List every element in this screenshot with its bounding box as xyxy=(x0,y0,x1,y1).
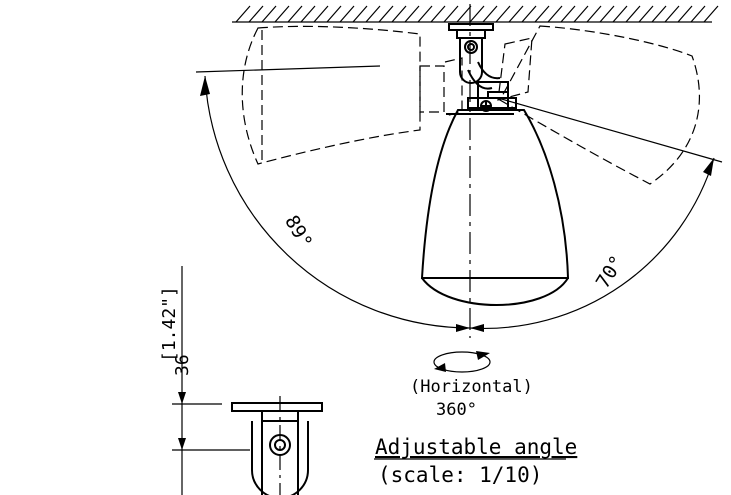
speaker-tilted-right-outline xyxy=(497,25,701,185)
ceiling-hatch-mark xyxy=(521,5,537,23)
center-arrows xyxy=(456,324,484,332)
ceiling xyxy=(232,5,719,23)
ceiling-hatch-mark xyxy=(547,5,563,23)
ceiling-hatch-mark xyxy=(703,5,719,23)
ceiling-hatch-mark xyxy=(573,5,589,23)
dimension-lines xyxy=(172,266,250,495)
ceiling-hatch-mark xyxy=(586,5,602,23)
bracket-detail xyxy=(231,396,323,495)
ceiling-hatch-mark xyxy=(391,5,407,23)
ceiling-hatch-mark xyxy=(677,5,693,23)
horizontal-value: 360° xyxy=(436,400,477,420)
ceiling-hatch-mark xyxy=(352,5,368,23)
arrowhead-right xyxy=(703,158,714,176)
ceiling-hatch-mark xyxy=(443,5,459,23)
mounting-bracket xyxy=(448,23,517,112)
tilt-line-right xyxy=(497,97,723,163)
caption-scale: (scale: 1/10) xyxy=(378,463,542,487)
ceiling-hatch-mark xyxy=(430,5,446,23)
ceiling-hatch-mark xyxy=(612,5,628,23)
ceiling-hatch-mark xyxy=(404,5,420,23)
ceiling-hatch-mark xyxy=(326,5,342,23)
speaker-tilted-left-outline xyxy=(241,25,463,165)
angle-label-left: 89° xyxy=(280,212,316,253)
ceiling-hatch-mark xyxy=(456,5,472,23)
ceiling-hatch-mark xyxy=(378,5,394,23)
ceiling-hatch-mark xyxy=(365,5,381,23)
ceiling-hatch-mark xyxy=(417,5,433,23)
ceiling-hatch-mark xyxy=(638,5,654,23)
ceiling-hatch-mark xyxy=(235,5,251,23)
ceiling-hatch-mark xyxy=(651,5,667,23)
ceiling-hatch-mark xyxy=(469,5,485,23)
speaker-body xyxy=(420,109,570,306)
ceiling-hatch-mark xyxy=(339,5,355,23)
ceiling-hatch-mark xyxy=(560,5,576,23)
ceiling-hatch-mark xyxy=(248,5,264,23)
ceiling-hatch-mark xyxy=(300,5,316,23)
ceiling-hatch-mark xyxy=(690,5,706,23)
ceiling-hatch-mark xyxy=(664,5,680,23)
ceiling-hatch-mark xyxy=(625,5,641,23)
ceiling-hatch-mark xyxy=(482,5,498,23)
dimension-imperial: [1.42"] xyxy=(159,286,180,362)
tilt-line-left xyxy=(195,65,381,73)
horizontal-label: (Horizontal) xyxy=(410,377,533,397)
arrowhead-left xyxy=(200,76,210,96)
caption-title: Adjustable angle xyxy=(375,435,577,459)
ceiling-hatch-mark xyxy=(287,5,303,23)
ceiling-hatch-mark xyxy=(313,5,329,23)
ceiling-hatch-mark xyxy=(495,5,511,23)
tilt-sweep-arc xyxy=(204,75,715,330)
angle-label-right: 70° xyxy=(592,252,629,293)
horizontal-rotation-icon xyxy=(433,351,491,373)
dimension-value: 36 xyxy=(172,354,193,376)
ceiling-hatch-mark xyxy=(261,5,277,23)
ceiling-hatch-mark xyxy=(508,5,524,23)
ceiling-hatch-mark xyxy=(599,5,615,23)
ceiling-hatch-mark xyxy=(534,5,550,23)
ceiling-hatch-mark xyxy=(274,5,290,23)
